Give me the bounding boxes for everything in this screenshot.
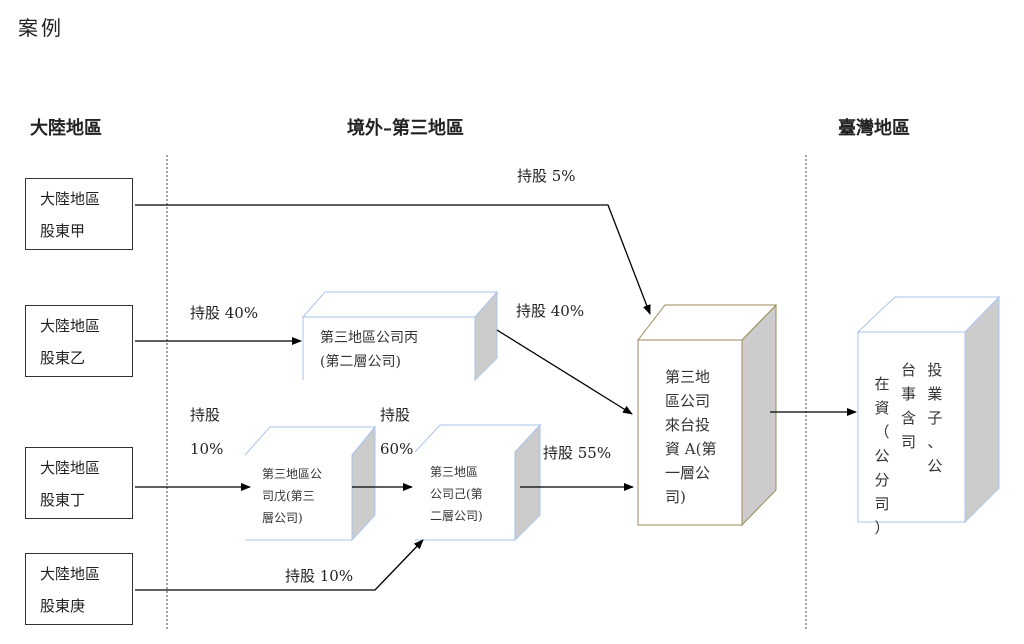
company-line: 二層公司) (430, 509, 483, 523)
shareholder-yi: 大陸地區股東乙 (25, 305, 133, 377)
company-a-box (636, 303, 778, 527)
company-ji-box (414, 423, 542, 542)
taiwan-text-column: 台事含司 (896, 358, 920, 454)
company-line: 層公司) (262, 511, 303, 525)
shareholder-line: 股東乙 (40, 349, 86, 367)
company-line: 公司己(第 (430, 487, 483, 501)
company-line: (第二層公司) (320, 354, 401, 370)
label-yi-bing: 持股 40% (190, 304, 259, 322)
taiwan-text-char: 子 (927, 409, 943, 427)
label-wu-ji: 持股 (380, 406, 411, 424)
company-line: 第三地 (665, 368, 711, 386)
shareholder-geng: 大陸地區股東庚 (25, 553, 133, 625)
company-bing-box (301, 290, 499, 382)
taiwan-text-char: 業 (927, 385, 943, 403)
taiwan-text-char: 投 (927, 361, 943, 379)
shareholder-jia: 大陸地區股東甲 (25, 178, 133, 250)
label-wu-ji-pct: 60% (380, 440, 414, 458)
label-ji-a: 持股 55% (543, 444, 612, 462)
company-line: 區公司 (665, 392, 711, 410)
company-line: 第三地區公 (262, 467, 323, 481)
region-taiwan: 臺灣地區 (838, 118, 910, 139)
taiwan-text-char: 、 (927, 433, 943, 451)
company-wu-text: 第三地區公 司戊(第三 層公司) (262, 463, 322, 529)
shareholder-line: 大陸地區 (40, 317, 101, 335)
shareholder-line: 股東甲 (40, 222, 86, 240)
taiwan-text-char: 在 (874, 375, 890, 393)
taiwan-text-column: 投業子、公 (923, 358, 947, 478)
taiwan-company-text: 在資（公分司） 台事含司 投業子、公 (870, 358, 947, 540)
taiwan-text-char: ） (874, 519, 890, 537)
taiwan-text-column: 在資 （ 公分司 ） (870, 372, 894, 540)
region-mainland: 大陸地區 (30, 118, 102, 139)
page-title: 案例 (18, 16, 64, 40)
shareholder-line: 大陸地區 (40, 565, 101, 583)
taiwan-text-char: （ (874, 423, 890, 441)
taiwan-text-char: 含 (900, 409, 916, 427)
shareholder-line: 股東庚 (40, 597, 86, 615)
arrow-bing-to-a (496, 329, 633, 415)
taiwan-text-char: 公 (874, 447, 890, 465)
company-line: 資 A(第 (665, 440, 717, 458)
arrow-jia-to-a (135, 204, 651, 315)
taiwan-text-char: 司 (900, 433, 916, 451)
company-line: 一層公 (665, 464, 711, 482)
company-line: 司) (665, 488, 686, 506)
arrow-geng-to-ji (135, 539, 424, 591)
label-ding-wu-pct: 10% (190, 440, 224, 458)
label-ding-wu: 持股 (190, 406, 221, 424)
company-line: 來台投 (665, 416, 711, 434)
taiwan-text-char: 公 (927, 457, 943, 475)
shareholder-ding: 大陸地區股東丁 (25, 447, 133, 519)
company-wu-box (244, 425, 377, 542)
shareholder-line: 股東丁 (40, 491, 86, 509)
region-third: 境外–第三地區 (347, 118, 464, 139)
company-a-text: 第三地 區公司 來台投 資 A(第 一層公 司) (665, 365, 716, 509)
shareholder-line: 大陸地區 (40, 459, 101, 477)
label-jia-a: 持股 5% (517, 167, 576, 185)
label-bing-a: 持股 40% (516, 302, 585, 320)
company-bing-text: 第三地區公司丙 (第二層公司) (320, 326, 418, 374)
taiwan-text-char: 資 (874, 399, 890, 417)
label-geng-ji: 持股 10% (285, 567, 354, 585)
company-line: 司戊(第三 (262, 489, 315, 503)
taiwan-text-char: 事 (900, 385, 916, 403)
taiwan-text-char: 分 (874, 471, 890, 489)
taiwan-text-char: 台 (900, 361, 916, 379)
company-line: 第三地區 (430, 465, 479, 479)
company-line: 第三地區公司丙 (320, 330, 418, 346)
taiwan-company-box (856, 295, 1001, 524)
company-ji-text: 第三地區 公司己(第 二層公司) (430, 461, 483, 527)
taiwan-text-char: 司 (874, 495, 890, 513)
shareholder-line: 大陸地區 (40, 190, 101, 208)
